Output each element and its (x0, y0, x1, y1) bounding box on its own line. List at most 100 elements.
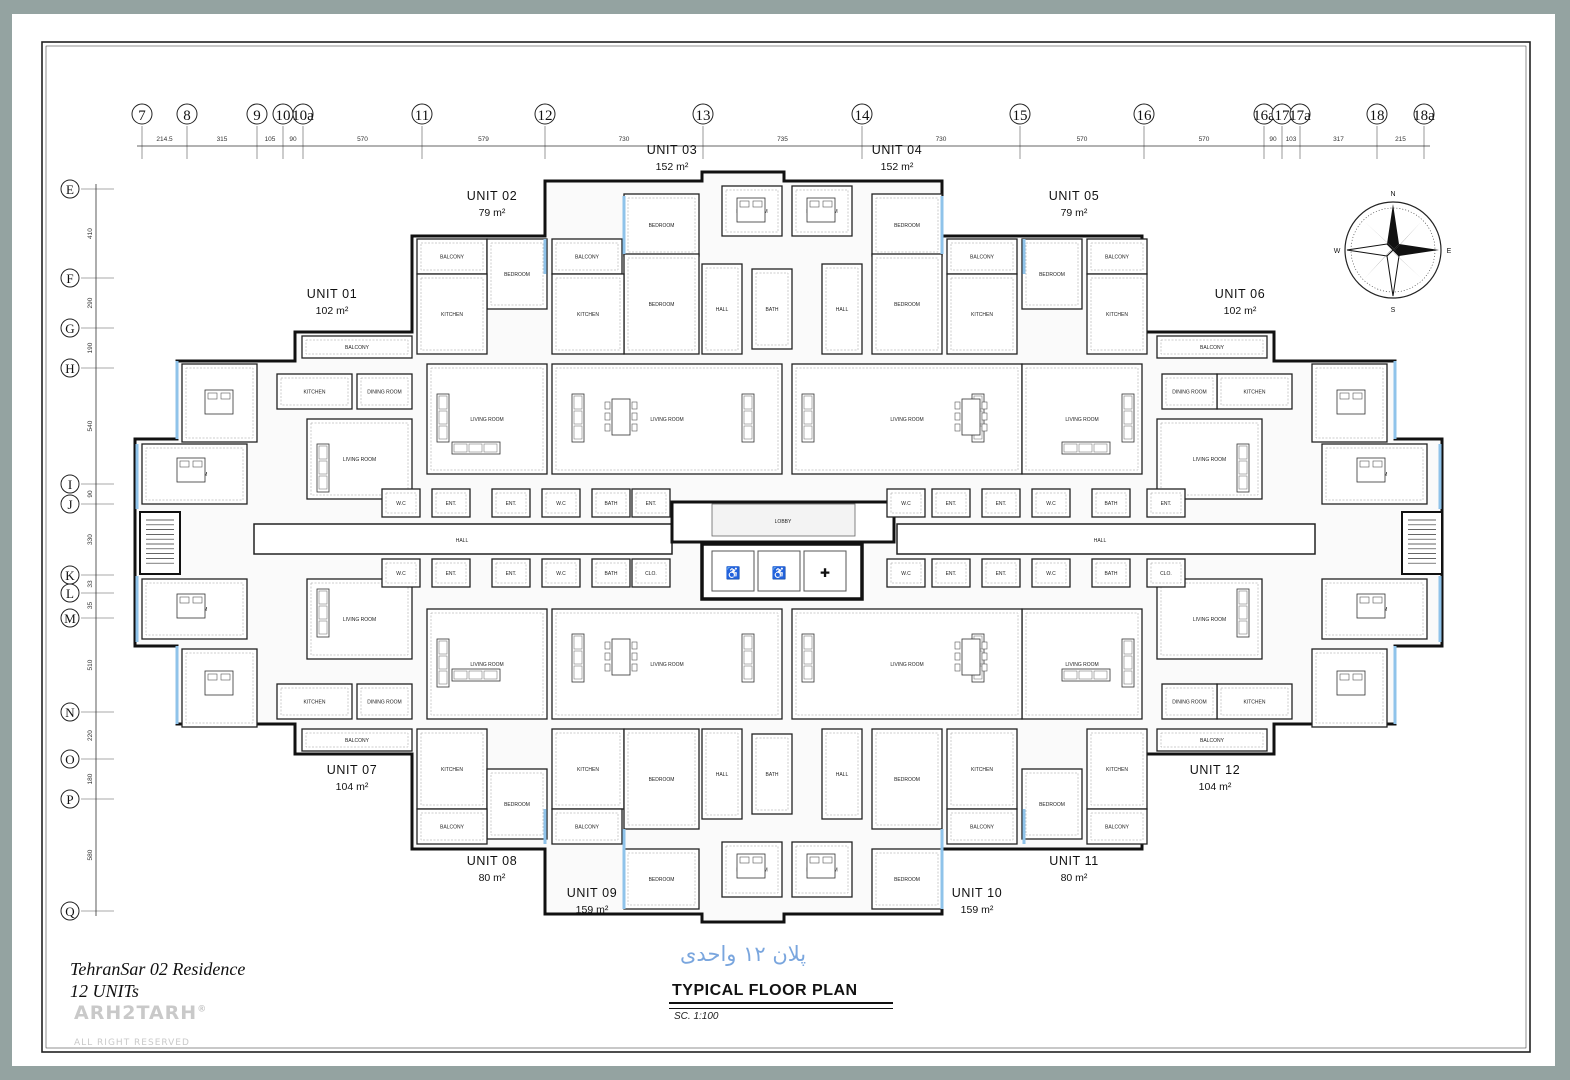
room-finish-line (795, 367, 1019, 471)
elevator-car (803, 550, 847, 592)
grid-column-bubble (246, 103, 268, 125)
compass-needle-sw (1365, 246, 1395, 278)
sofa (741, 393, 755, 443)
grid-column-bubble (1009, 103, 1031, 125)
sofa-cushion (318, 605, 328, 620)
dining-chair (954, 652, 961, 661)
unit-name: UNIT 07 (327, 763, 378, 777)
unit-name: UNIT 11 (1049, 854, 1099, 868)
sofa-cushion (803, 410, 813, 425)
room (1146, 488, 1186, 518)
sofa-cushion (1078, 443, 1093, 453)
room-finish-line (420, 812, 484, 841)
sofa-cushion (1238, 460, 1248, 475)
dining-chair (631, 423, 638, 432)
compass-needle-north (1387, 204, 1399, 250)
room (381, 558, 421, 588)
dining-chair (631, 641, 638, 650)
column-dimension-label: 579 (478, 136, 489, 143)
elevator-car (711, 550, 755, 592)
sofa-cushion (1238, 605, 1248, 620)
grid-column-bubble (851, 103, 873, 125)
room-label: BEDROOM (894, 223, 920, 229)
pillow (192, 460, 203, 468)
dining-chair (981, 423, 988, 432)
compass-needle-south (1386, 249, 1400, 297)
dining-chair (631, 663, 638, 672)
pillow (207, 673, 218, 681)
room-label: BALCONY (440, 825, 465, 831)
room-label: KITCHEN (971, 767, 993, 773)
sofa (1061, 441, 1111, 455)
row-dimension-label: 580 (87, 849, 94, 860)
unit-name: UNIT 12 (1190, 763, 1241, 777)
room (551, 808, 623, 845)
room-finish-line (360, 687, 409, 716)
room-finish-line (825, 732, 859, 816)
room-finish-line (1220, 687, 1289, 716)
pillow (809, 856, 820, 864)
room-label: BATH (1105, 571, 1118, 577)
room-finish-line (795, 612, 1019, 716)
sofa (1236, 443, 1250, 493)
sofa (1121, 638, 1135, 688)
room-label: ENT. (506, 501, 517, 507)
sofa (451, 441, 501, 455)
sofa-cushion (318, 475, 328, 490)
stair-core (139, 511, 181, 575)
room-finish-line (1160, 732, 1264, 748)
room-label: BALCONY (440, 255, 465, 261)
unit-area: 152 m² (656, 161, 689, 173)
unit-area: 79 m² (479, 207, 506, 219)
grid-row-label: N (65, 705, 75, 720)
unit-area: 79 m² (1061, 207, 1088, 219)
dining-chair (981, 412, 988, 421)
room-finish-line (305, 339, 409, 355)
bed (1336, 670, 1366, 696)
bed (204, 389, 234, 415)
room (981, 558, 1021, 588)
column-dimension-label: 730 (619, 136, 630, 143)
row-dimension-label: 510 (87, 659, 94, 670)
row-dimension-label: 180 (87, 773, 94, 784)
sofa-cushion (743, 665, 753, 680)
room-label: LIVING ROOM (1065, 417, 1098, 423)
room (1161, 683, 1218, 720)
room-label: BEDROOM (894, 302, 920, 308)
sofa-cushion (803, 425, 813, 440)
unit-name: UNIT 08 (467, 854, 518, 868)
room-finish-line (145, 447, 244, 501)
room-finish-line (950, 732, 1014, 806)
room-label: BEDROOM (504, 272, 530, 278)
sofa-cushion (1123, 640, 1133, 655)
column-dimension-label: 730 (936, 136, 947, 143)
units-caption: 12 UNITs (70, 981, 139, 1001)
room (821, 728, 863, 820)
room-label: LIVING ROOM (343, 457, 376, 463)
room-label: BEDROOM (649, 877, 675, 883)
room (1091, 558, 1131, 588)
sofa-cushion (483, 670, 498, 680)
column-dimension-label: 317 (1333, 136, 1344, 143)
sofa-cushion (573, 665, 583, 680)
room-finish-line (280, 377, 349, 406)
room-finish-line (1025, 772, 1079, 836)
dining-chair (954, 401, 961, 410)
pillow (192, 596, 203, 604)
room-label: LIVING ROOM (650, 662, 683, 668)
row-dimension-label: 190 (87, 342, 94, 353)
grid-column-label: 11 (415, 108, 429, 124)
room-label: HALL (836, 307, 849, 313)
room (886, 558, 926, 588)
room-label-lobby: LOBBY (775, 519, 792, 525)
unit-area: 159 m² (961, 904, 994, 916)
grid-column-bubble (292, 103, 314, 125)
sofa (1236, 588, 1250, 638)
pillow (739, 856, 750, 864)
elevator-icon: ✚ (820, 566, 830, 580)
room-label: BATH (766, 307, 779, 313)
room-finish-line (1325, 582, 1424, 636)
room-label: BEDROOM (894, 877, 920, 883)
room-finish-line (1035, 562, 1067, 584)
pillow (809, 200, 820, 208)
